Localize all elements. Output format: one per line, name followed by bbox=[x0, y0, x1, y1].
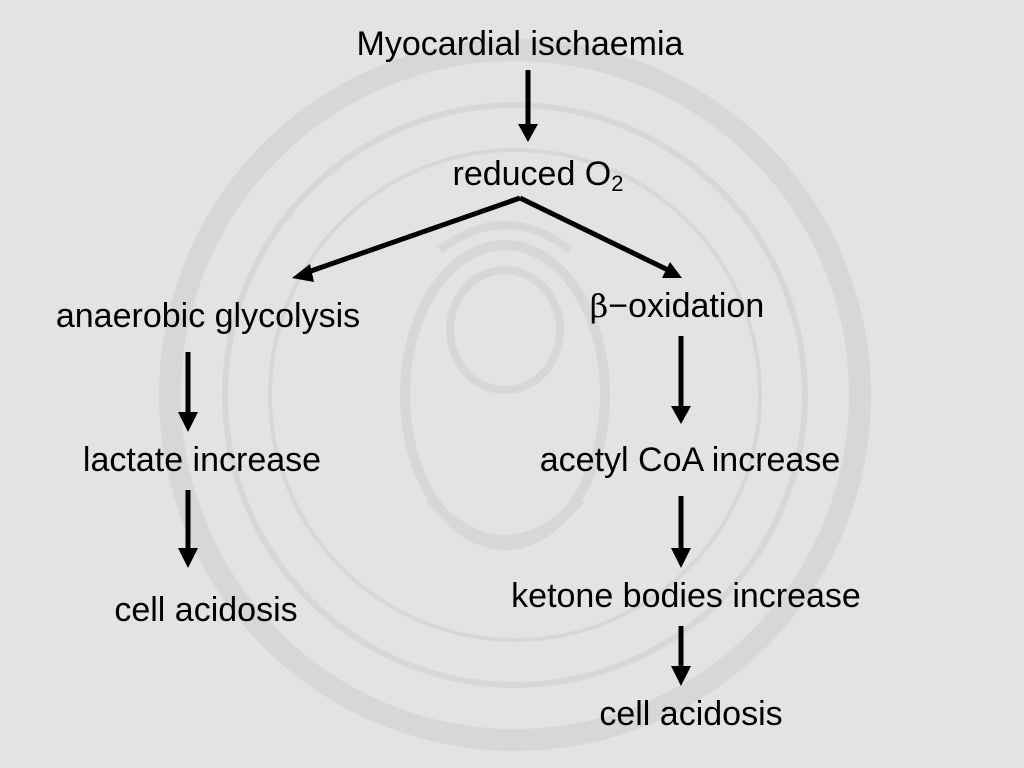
node-reduced-o2: reduced O2 bbox=[452, 154, 624, 196]
arrow-ketone-to-acidosis bbox=[671, 626, 691, 686]
node-myocardial-ischaemia: Myocardial ischaemia bbox=[356, 25, 684, 63]
beta-symbol: β bbox=[589, 287, 609, 325]
reduced-o2-label: reduced O bbox=[452, 155, 612, 193]
node-cell-acidosis-right: cell acidosis bbox=[599, 695, 783, 733]
arrow-acetyl-coa-to-ketone bbox=[671, 496, 691, 568]
node-ketone-bodies-increase: ketone bodies increase bbox=[511, 577, 861, 615]
node-acetyl-coa-increase: acetyl CoA increase bbox=[539, 441, 841, 479]
arrow-reduced-o2-to-glycolysis bbox=[292, 195, 521, 282]
node-cell-acidosis-left: cell acidosis bbox=[114, 591, 298, 629]
node-anaerobic-glycolysis: anaerobic glycolysis bbox=[55, 297, 361, 335]
arrow-root-to-reduced-o2 bbox=[518, 70, 538, 142]
reduced-o2-subscript: 2 bbox=[611, 171, 624, 196]
node-lactate-increase: lactate increase bbox=[82, 441, 322, 479]
arrow-reduced-o2-to-beta-oxidation bbox=[518, 195, 682, 278]
beta-oxidation-label: oxidation bbox=[628, 287, 765, 325]
beta-dash: − bbox=[608, 287, 629, 325]
arrow-glycolysis-to-lactate bbox=[178, 352, 198, 432]
node-beta-oxidation: β−oxidation bbox=[590, 286, 764, 326]
arrow-lactate-to-acidosis bbox=[178, 490, 198, 568]
arrow-beta-oxidation-to-acetyl-coa bbox=[671, 336, 691, 424]
